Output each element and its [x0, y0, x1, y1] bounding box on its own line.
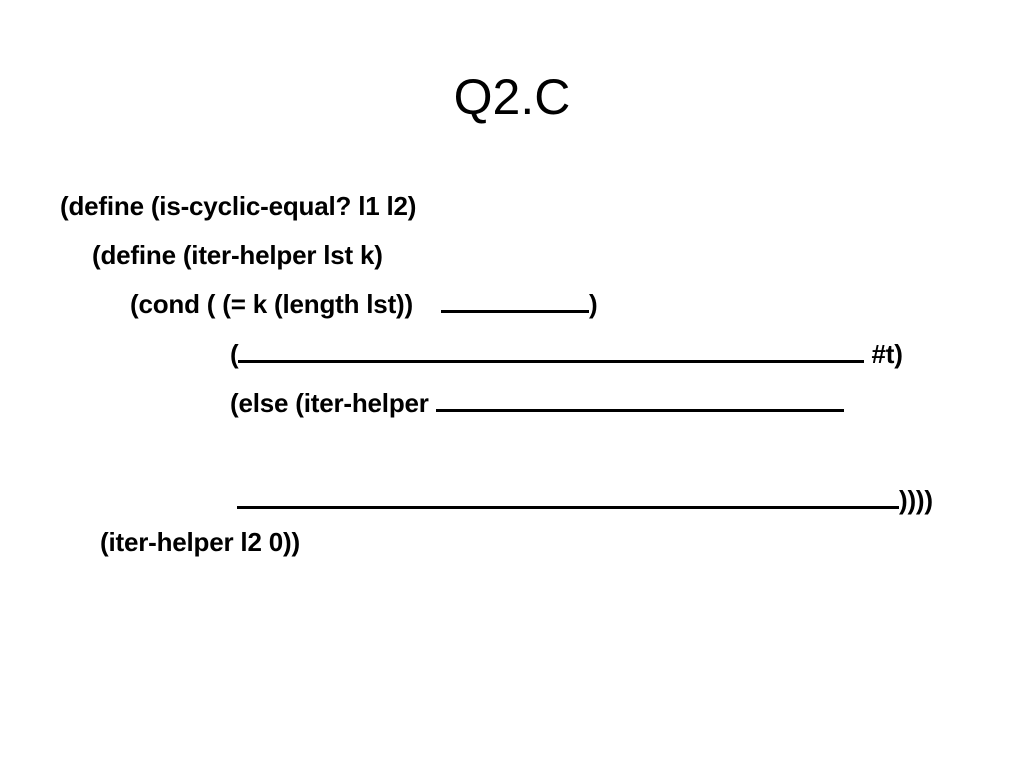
code-text: (	[230, 339, 239, 369]
fill-in-blank	[238, 336, 865, 363]
code-text: (cond ( (= k (length lst))	[130, 289, 442, 319]
fill-in-blank	[435, 385, 844, 412]
code-line-else-continuation: ))))	[237, 482, 933, 518]
code-line-cond: (cond ( (= k (length lst)) )	[130, 286, 598, 322]
code-line-define-iter-helper: (define (iter-helper lst k)	[92, 237, 383, 273]
code-text: (define (is-cyclic-equal? l1 l2)	[60, 191, 417, 221]
code-line-cond-clause: ( #t)	[230, 336, 903, 372]
code-line-define-is-cyclic-equal: (define (is-cyclic-equal? l1 l2)	[60, 188, 416, 224]
code-text: (else (iter-helper	[230, 388, 436, 418]
code-text: (iter-helper l2 0))	[100, 527, 300, 557]
code-text: )	[589, 289, 598, 319]
code-text: ))))	[899, 485, 933, 515]
fill-in-blank	[237, 482, 899, 509]
code-text: #t)	[864, 339, 903, 369]
code-text: (define (iter-helper lst k)	[92, 240, 383, 270]
fill-in-blank	[441, 286, 590, 313]
code-line-iter-helper-call: (iter-helper l2 0))	[100, 524, 300, 560]
slide-title: Q2.C	[453, 69, 571, 125]
code-line-else: (else (iter-helper	[230, 385, 844, 421]
